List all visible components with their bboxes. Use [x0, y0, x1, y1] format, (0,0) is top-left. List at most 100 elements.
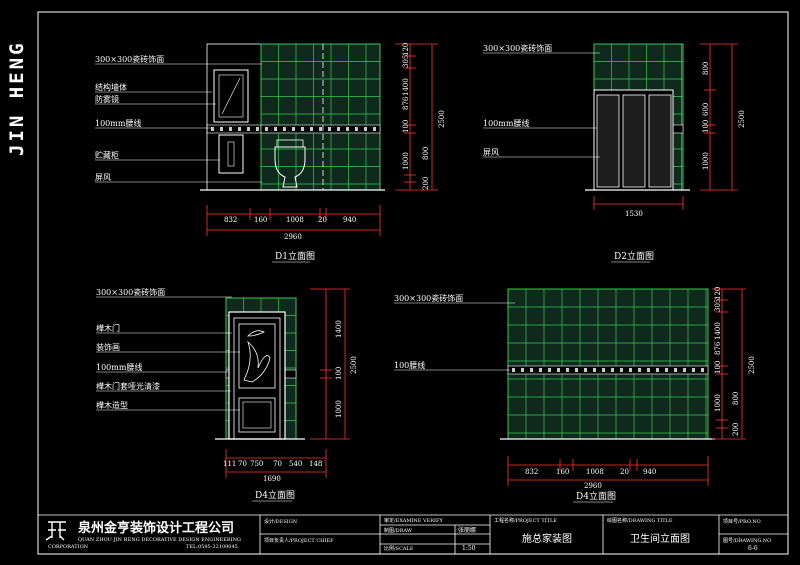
- design-label: 设计/DESIGN: [264, 518, 298, 525]
- view-d2: [585, 43, 690, 191]
- d4b-dim-1000: 1000: [714, 394, 722, 412]
- d2-dim-600: 600: [702, 103, 710, 116]
- draw-label: 制图/DRAW: [384, 527, 413, 534]
- view-d4-wall: [500, 288, 715, 440]
- waistline-tile: [611, 368, 614, 372]
- d2-title: D2立面图: [614, 250, 654, 262]
- d4b-tile-grid: [507, 288, 709, 440]
- d4a-dim-111: 111: [223, 460, 236, 468]
- view-d1: [200, 43, 385, 191]
- d1-dim-1000: 1000: [402, 152, 410, 170]
- waistline-tile: [274, 127, 277, 131]
- waistline-tile: [548, 368, 551, 372]
- d4b-dim-20: 20: [620, 468, 629, 476]
- d4a-total-width: 1690: [263, 475, 281, 483]
- d2-dim-800: 800: [702, 62, 710, 75]
- d1-mirror-inner: [218, 74, 244, 118]
- waistline-tile: [238, 127, 241, 131]
- waistline-tile: [355, 127, 358, 131]
- d2-total-height: 2500: [738, 110, 746, 128]
- waistline-tile: [665, 368, 668, 372]
- d2-dim-1000: 1000: [702, 152, 710, 170]
- scale-label: 比例/SCALE: [384, 545, 414, 552]
- d4b-dim-120: 120: [714, 287, 722, 300]
- d1-label-tile: 300×300瓷砖饰面: [95, 54, 164, 64]
- leader-lines: [95, 52, 600, 411]
- waistline-tile: [602, 368, 605, 372]
- waistline-tile: [220, 127, 223, 131]
- waistline-tile: [328, 127, 331, 131]
- waistline-tile: [310, 127, 313, 131]
- d4a-lower-panel: [238, 397, 276, 433]
- waistline-tile: [211, 127, 214, 131]
- project-title-label: 工程名称/PROJECT TITLE: [494, 517, 557, 524]
- d4a-label-door: 樺木门: [96, 323, 120, 333]
- d4b-label-waistline: 100腰线: [394, 360, 425, 370]
- drawing-no-label: 图号/DRAWING.NO: [723, 538, 771, 544]
- d4b-waistline-pattern: [512, 368, 704, 372]
- d4b-title: D4立面图: [576, 490, 616, 502]
- d4b-dim-800: 800: [732, 392, 740, 405]
- drawing-no-value: 6-6: [748, 545, 758, 552]
- d1-mirror-mark: [221, 77, 241, 115]
- d4a-label-waistline: 100mm腰线: [96, 362, 142, 372]
- dimension-lines: [206, 43, 746, 486]
- drawing-title-label: 绘图名称/DRAWING TITLE: [607, 517, 673, 524]
- waistline-tile: [656, 368, 659, 372]
- d2-label-screen: 屏风: [483, 148, 499, 157]
- company-name-en-1: QUAN ZHOU JIN HENG DECORATIVE DESIGN ENG…: [78, 537, 241, 543]
- waistline-tile: [364, 127, 367, 131]
- d4a-label-wood-shape: 樺木造型: [96, 400, 128, 410]
- project-no-label: 项目号/PRO.NO: [723, 519, 761, 525]
- waistline-tile: [530, 368, 533, 372]
- d1-dim-1400: 1400: [402, 78, 410, 96]
- d4b-dim-160: 160: [556, 468, 569, 476]
- d2-label-tile: 300×300瓷砖饰面: [483, 43, 552, 53]
- company-name-en-2: CORPORATION: [48, 544, 89, 550]
- d1-toilet-tank: [276, 139, 304, 148]
- d2-screen-panel-3: [648, 94, 672, 188]
- waistline-tile: [346, 127, 349, 131]
- d1-dim-832: 832: [224, 216, 237, 224]
- company-name-cn: 泉州金亨装饰设计工程公司: [78, 520, 234, 536]
- d4a-bird-motif: [243, 330, 271, 383]
- d1-dim-876: 876: [402, 96, 410, 110]
- d4b-dim-305: 305: [714, 299, 722, 312]
- waistline-tile: [337, 127, 340, 131]
- waistline-tile: [701, 368, 704, 372]
- project-title-value: 施总家装图: [522, 532, 572, 545]
- waistline-tile: [301, 127, 304, 131]
- d1-dim-20: 20: [318, 216, 327, 224]
- waistline-tile: [683, 368, 686, 372]
- waistline-tile: [647, 368, 650, 372]
- verify-label: 审定/EXAMINE VERIFY: [384, 517, 444, 524]
- d4b-dim-1400: 1400: [714, 322, 722, 340]
- waistline-tile: [629, 368, 632, 372]
- waistline-tile: [283, 127, 286, 131]
- waistline-tile: [229, 127, 232, 131]
- d1-toilet: [274, 146, 306, 188]
- d4a-dim-148: 148: [309, 460, 322, 468]
- d4a-decorative-panel: [238, 323, 276, 389]
- d1-dim-1008: 1008: [286, 216, 304, 224]
- d4a-dim-1400: 1400: [335, 320, 343, 338]
- waistline-tile: [638, 368, 641, 372]
- d4a-dim-70b: 70: [273, 460, 282, 468]
- title-block: [38, 514, 788, 554]
- waistline-tile: [319, 127, 322, 131]
- d2-screen-panel-2: [622, 94, 646, 188]
- d2-total-width: 1530: [625, 210, 643, 218]
- d1-dim-100: 100: [402, 120, 410, 133]
- company-tel: TEL:0595-32109045: [186, 544, 238, 550]
- d4b-dim-1008: 1008: [586, 468, 604, 476]
- d4b-waistline: [507, 365, 709, 375]
- d4a-lower-panel-inner: [242, 401, 272, 429]
- waistline-tile: [584, 368, 587, 372]
- d4a-label-painting: 装饰画: [96, 342, 120, 352]
- d1-dim-160: 160: [254, 216, 267, 224]
- d4a-label-door-casing: 樺木门套哑光清漆: [96, 381, 160, 391]
- sheet-frame: [37, 11, 789, 555]
- d4a-title: D4立面图: [255, 489, 295, 501]
- company-logo-icon: [45, 521, 66, 541]
